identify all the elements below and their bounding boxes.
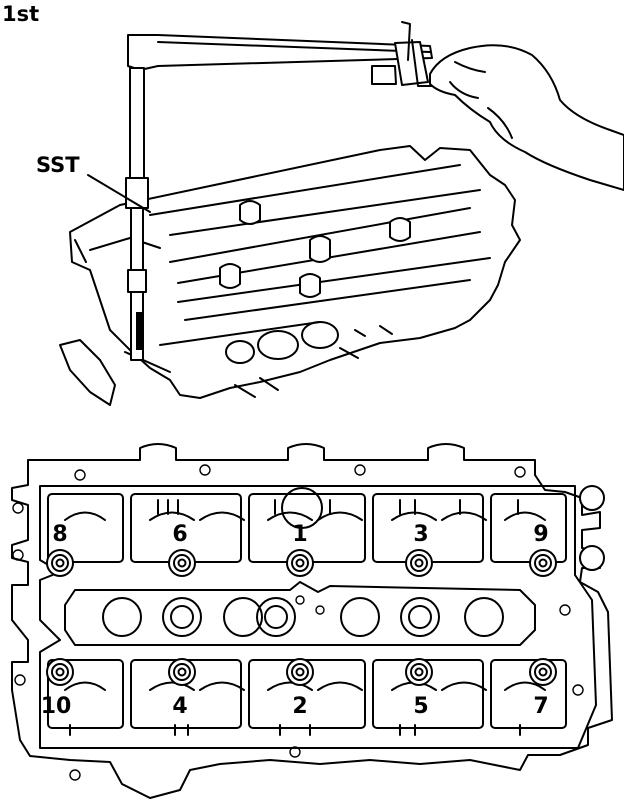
sst-label: SST [36, 153, 80, 177]
sequence-number: 1 [292, 522, 307, 547]
torque-wrench [127, 21, 439, 87]
cam-cap-upper [579, 485, 605, 511]
bolt-1 [286, 549, 314, 577]
cylinder-head-plan: 8 6 1 3 9 10 4 2 5 7 [11, 443, 613, 799]
sequence-number: 3 [413, 522, 428, 547]
hand [429, 44, 624, 191]
port-band [64, 581, 536, 646]
extension-bar [125, 67, 149, 361]
head-outline [11, 443, 613, 799]
engine-head-body [59, 145, 521, 406]
bolt-7 [529, 658, 557, 686]
bolt-6 [168, 549, 196, 577]
cam-cap-lower [579, 545, 605, 571]
sequence-number: 4 [172, 694, 187, 719]
bolt-10 [46, 658, 74, 686]
bolt-8 [46, 549, 74, 577]
sequence-number: 5 [413, 694, 428, 719]
step-label: 1st [2, 2, 39, 26]
head-bolts [46, 549, 557, 686]
bolt-5 [405, 658, 433, 686]
sequence-number: 9 [533, 522, 548, 547]
sequence-number: 10 [41, 694, 72, 719]
sequence-number: 6 [172, 522, 187, 547]
sequence-numbers: 8 6 1 3 9 10 4 2 5 7 [41, 522, 549, 719]
sequence-number: 8 [52, 522, 67, 547]
bolt-2 [286, 658, 314, 686]
bolt-3 [405, 549, 433, 577]
tightening-illustration [59, 21, 624, 406]
bolt-4 [168, 658, 196, 686]
bolt-9 [529, 549, 557, 577]
sequence-number: 2 [292, 694, 307, 719]
sst-leader-line [87, 174, 151, 213]
sequence-number: 7 [533, 694, 548, 719]
